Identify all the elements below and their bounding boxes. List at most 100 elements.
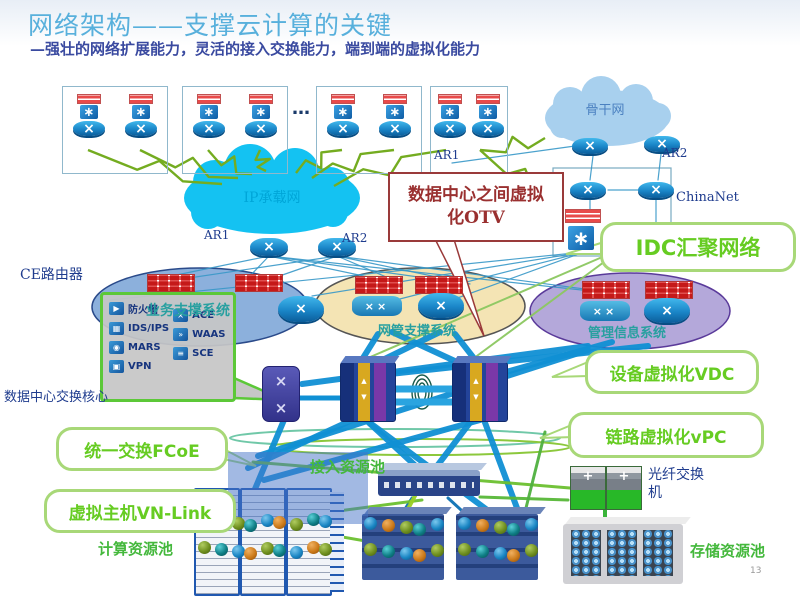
vm-ball xyxy=(507,523,520,536)
mis-router-icon xyxy=(644,298,690,323)
dc-chassis-switch: ×× xyxy=(262,366,300,422)
oss-label: 网管支撑系统 xyxy=(378,324,457,339)
firewall-wall-icon xyxy=(415,276,463,294)
vm-ball xyxy=(476,545,489,558)
vm-ball xyxy=(458,543,471,556)
slide-subtitle: —强壮的网络扩展能力，灵活的接入交换能力，端到端的虚拟化能力 xyxy=(30,40,481,58)
vm-ball xyxy=(431,544,444,557)
router-icon xyxy=(245,121,277,136)
firewall-icon xyxy=(331,94,355,104)
router-icon xyxy=(434,121,466,136)
vm-ball xyxy=(413,523,426,536)
service-item: × ACE xyxy=(173,309,229,322)
slide-title: 网络架构——支撑云计算的关键 xyxy=(28,11,393,40)
vm-ball xyxy=(458,517,471,530)
service-item: ▣ VPN xyxy=(109,360,169,373)
vm-ball xyxy=(273,544,286,557)
vm-ball xyxy=(261,514,274,527)
firewall-router-pair: ∗ xyxy=(434,94,466,173)
vdc-callout: 设备虚拟化VDC xyxy=(585,350,759,394)
firewall-router-pair: ∗ xyxy=(73,94,105,173)
service-label: 防火墙 xyxy=(128,305,158,316)
service-item: ≡ SCE xyxy=(173,347,229,360)
access-site-group-2: ∗ ∗ xyxy=(182,86,288,174)
bss-label: 业务支撑系统 xyxy=(146,303,230,319)
vm-ball xyxy=(494,521,507,534)
ar1-router-left xyxy=(250,238,288,256)
switch-icon: ∗ xyxy=(386,105,404,120)
otv-callout: 数据中心之间虚拟化OTV xyxy=(388,172,564,242)
idc-switch-icon: ∗ xyxy=(568,226,594,250)
ce-router-label: CE路由器 xyxy=(20,267,83,283)
switch-icon: ∗ xyxy=(200,105,218,120)
ace-icon: × xyxy=(173,309,189,322)
vm-ball xyxy=(307,513,320,526)
storage-array xyxy=(563,524,683,584)
vm-ball xyxy=(261,542,274,555)
ar2-right-label: AR2 xyxy=(662,146,688,160)
ar2-router-left xyxy=(318,238,356,256)
service-item: » WAAS xyxy=(173,328,229,341)
router-icon xyxy=(125,121,157,136)
vm-ball xyxy=(400,547,413,560)
ip-network-cloud-label: IP承载网 xyxy=(244,190,301,206)
service-modules-callout: ▶ 防火墙 ▦ IDS/IPS ◉ MARS ▣ VPN xyxy=(100,292,236,402)
ar1-right-label: AR1 xyxy=(434,148,460,162)
firewall-router-pair: ∗ xyxy=(245,94,277,173)
firewall-wall-icon xyxy=(582,281,630,299)
service-column-left: ▶ 防火墙 ▦ IDS/IPS ◉ MARS ▣ VPN xyxy=(109,301,169,395)
vm-ball xyxy=(244,519,257,532)
firewall-icon xyxy=(383,94,407,104)
firewall-icon xyxy=(476,94,500,104)
vm-ball xyxy=(431,518,444,531)
vm-ball xyxy=(364,517,377,530)
ar1-left-label: AR1 xyxy=(204,228,230,242)
firewall-icon xyxy=(438,94,462,104)
ce-router-icon xyxy=(278,296,324,322)
vm-ball xyxy=(476,519,489,532)
vm-ball xyxy=(382,545,395,558)
ids-ips-icon: ▦ xyxy=(109,322,124,335)
firewall-router-pair: ∗ xyxy=(379,94,411,173)
backbone-router-2 xyxy=(644,136,680,152)
vm-ball xyxy=(400,521,413,534)
ar2-left-label: AR2 xyxy=(342,231,368,245)
access-switch xyxy=(378,470,480,496)
vm-ball xyxy=(290,518,303,531)
firewall-icon xyxy=(249,94,273,104)
page-number: 13 xyxy=(750,566,762,576)
firewall-router-pair: ∗ xyxy=(125,94,157,173)
service-item: ▦ IDS/IPS xyxy=(109,322,169,335)
backbone-router-1 xyxy=(572,138,608,154)
disk-column xyxy=(607,530,637,576)
firewall-icon: ▶ xyxy=(109,302,124,315)
firewall-wall-icon xyxy=(147,274,195,292)
vm-ball xyxy=(290,546,303,559)
vpc-callout: 链路虚拟化vPC xyxy=(568,412,764,458)
switch-icon: ∗ xyxy=(252,105,270,120)
service-label: WAAS xyxy=(192,329,226,340)
vm-ball xyxy=(319,543,332,556)
vm-ball xyxy=(198,541,211,554)
service-label: SCE xyxy=(192,348,214,359)
vm-ball xyxy=(232,545,245,558)
service-label: ACE xyxy=(192,310,215,321)
vm-ball xyxy=(307,541,320,554)
oss-switch-icon: ×× xyxy=(352,296,402,316)
access-pool-overlay xyxy=(228,452,368,524)
access-site-group-4: ∗ ∗ xyxy=(430,86,508,174)
disk-column xyxy=(571,530,601,576)
service-label: VPN xyxy=(128,361,152,372)
firewall-router-pair: ∗ xyxy=(193,94,225,173)
storage-pool-label: 存储资源池 xyxy=(690,542,766,560)
firewall-wall-icon xyxy=(235,274,283,292)
firewall-router-pair: ∗ xyxy=(472,94,504,173)
fiber-switch-icon: + xyxy=(606,466,642,510)
chinanet-router-2 xyxy=(638,182,674,198)
core-switch-1 xyxy=(340,362,396,422)
firewall-wall-icon xyxy=(645,281,693,299)
ellipsis-more-sites: … xyxy=(292,98,310,119)
access-pool-label: 接入资源池 xyxy=(310,458,386,476)
backbone-cloud-label: 骨干网 xyxy=(585,103,624,118)
